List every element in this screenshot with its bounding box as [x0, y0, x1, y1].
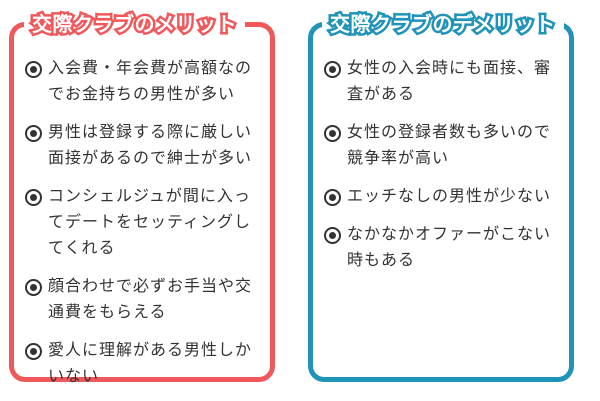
demerit-item-text: エッチなしの男性が少ない	[347, 186, 552, 205]
circled-dot-icon	[25, 279, 42, 296]
list-item: 男性は登録する際に厳しい面接があるので紳士が多い	[25, 119, 262, 171]
list-item: 女性の登録者数も多いので競争率が高い	[324, 119, 561, 171]
list-item: 愛人に理解がある男性しかいない	[25, 337, 262, 389]
list-item: 入会費・年会費が高額なのでお金持ちの男性が多い	[25, 55, 262, 107]
circled-dot-icon	[25, 125, 42, 142]
demerit-title: 交際クラブのデメリット	[322, 10, 564, 39]
merit-panel: 入会費・年会費が高額なのでお金持ちの男性が多い 男性は登録する際に厳しい面接があ…	[9, 22, 275, 385]
merit-item-text: 顔合わせで必ずお手当や交通費をもらえる	[48, 276, 253, 321]
circled-dot-icon	[25, 189, 42, 206]
circled-dot-icon	[324, 125, 341, 142]
merit-title: 交際クラブのメリット	[24, 10, 245, 39]
merit-title-text: 交際クラブのメリット	[30, 10, 240, 39]
demerit-item-text: 女性の入会時にも面接、審査がある	[347, 58, 552, 103]
circled-dot-icon	[324, 227, 341, 244]
demerit-item-text: 女性の登録者数も多いので競争率が高い	[347, 122, 552, 167]
circled-dot-icon	[25, 61, 42, 78]
merit-item-text: 愛人に理解がある男性しかいない	[48, 340, 253, 385]
merit-list: 入会費・年会費が高額なのでお金持ちの男性が多い 男性は登録する際に厳しい面接があ…	[25, 55, 262, 401]
list-item: 顔合わせで必ずお手当や交通費をもらえる	[25, 273, 262, 325]
list-item: 女性の入会時にも面接、審査がある	[324, 55, 561, 107]
circled-dot-icon	[25, 343, 42, 360]
merit-item-text: 男性は登録する際に厳しい面接があるので紳士が多い	[48, 122, 253, 167]
demerit-panel: 女性の入会時にも面接、審査がある 女性の登録者数も多いので競争率が高い エッチな…	[308, 22, 574, 382]
demerit-list: 女性の入会時にも面接、審査がある 女性の登録者数も多いので競争率が高い エッチな…	[324, 55, 561, 285]
list-item: コンシェルジュが間に入ってデートをセッティングしてくれる	[25, 183, 262, 261]
demerit-item-text: なかなかオファーがこない時もある	[347, 224, 552, 269]
demerit-title-text: 交際クラブのデメリット	[328, 10, 558, 39]
circled-dot-icon	[324, 61, 341, 78]
merit-item-text: コンシェルジュが間に入ってデートをセッティングしてくれる	[48, 186, 252, 257]
list-item: なかなかオファーがこない時もある	[324, 221, 561, 273]
circled-dot-icon	[324, 189, 341, 206]
list-item: エッチなしの男性が少ない	[324, 183, 561, 209]
merit-item-text: 入会費・年会費が高額なのでお金持ちの男性が多い	[48, 58, 253, 103]
